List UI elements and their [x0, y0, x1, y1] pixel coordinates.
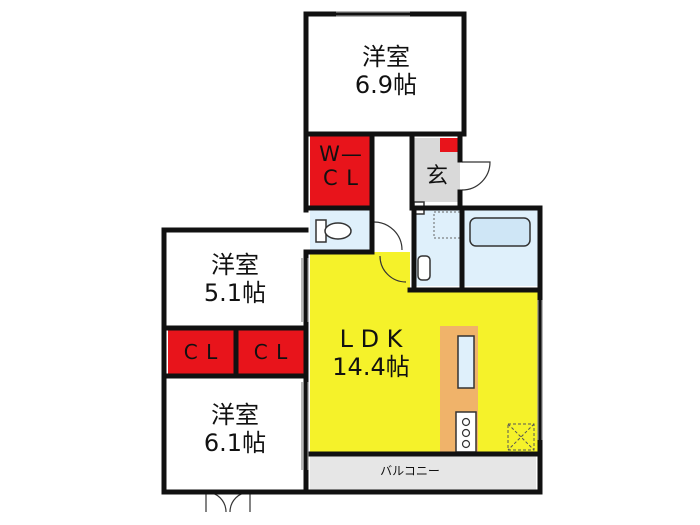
toilet-icon — [315, 219, 352, 243]
closet-left-fill — [168, 330, 234, 374]
washing-machine-space — [433, 211, 461, 239]
closet-left-name: C L — [183, 340, 219, 364]
kitchen-sink — [457, 335, 475, 389]
room-name: 洋室 — [362, 43, 410, 71]
room-size: 6.9帖 — [354, 70, 418, 99]
room-size: 6.1帖 — [203, 428, 267, 457]
door-swing-toilet — [373, 221, 403, 251]
ldk-name: L D K — [339, 325, 403, 353]
closet-right-fill — [238, 330, 304, 374]
room-size: 5.1帖 — [203, 278, 267, 307]
ldk-size: 14.4帖 — [332, 352, 410, 381]
fridge-space — [507, 423, 535, 451]
hallway — [374, 136, 412, 256]
walk-in-closet-fill — [310, 136, 372, 206]
entrance-name: 玄 — [425, 164, 448, 189]
room-name: 洋室 — [211, 401, 259, 429]
closet-left-label: C L — [168, 341, 234, 364]
balcony-fill — [310, 456, 536, 490]
room-western-top — [306, 14, 464, 134]
balcony-name: バルコニー — [380, 464, 440, 478]
closet-right-name: C L — [253, 340, 289, 364]
wic-line1: W— — [319, 142, 363, 166]
door-swing-hall — [379, 255, 407, 283]
room-western-bottom — [166, 376, 306, 490]
ldk-fill — [310, 252, 540, 454]
room-western-mid-label: 洋室 5.1帖 — [180, 251, 290, 307]
door-swing-bottom-room — [205, 491, 251, 513]
wic-line2: C L — [322, 166, 360, 191]
ldk-label: L D K 14.4帖 — [316, 325, 426, 381]
balcony-label: バルコニー — [360, 464, 460, 479]
entrance-red-mark — [440, 138, 460, 152]
bathtub-icon — [469, 217, 531, 247]
room-name: 洋室 — [211, 251, 259, 279]
closet-right-label: C L — [238, 341, 304, 364]
room-western-mid — [166, 232, 304, 328]
room-western-top-label: 洋室 6.9帖 — [330, 43, 442, 99]
room-western-bottom-label: 洋室 6.1帖 — [180, 401, 290, 457]
door-swing-entrance — [461, 161, 491, 191]
entrance-label: 玄 — [414, 164, 460, 189]
walk-in-closet-label: W— C L — [310, 142, 372, 190]
washbasin-icon — [417, 255, 431, 281]
